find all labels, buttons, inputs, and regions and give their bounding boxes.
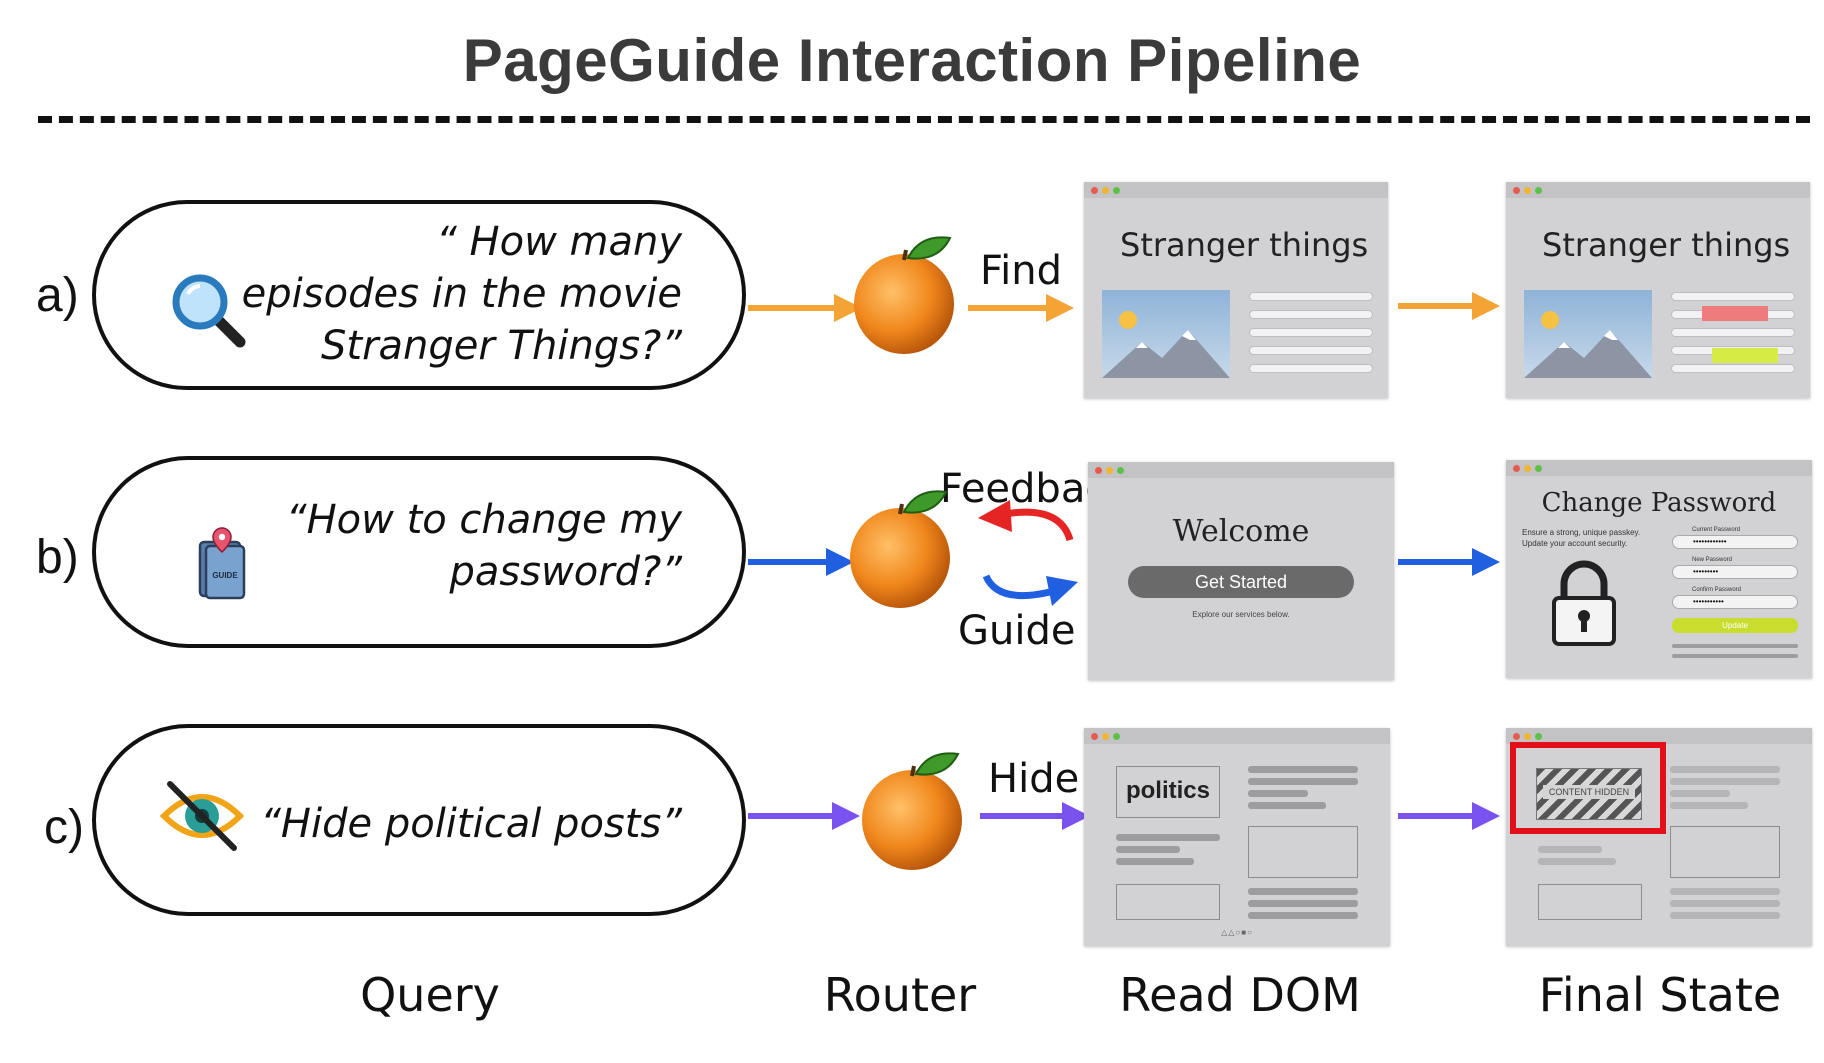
orange-icon: [854, 236, 954, 354]
action-label-hide: Hide: [988, 756, 1080, 802]
field-label-current: Current Password: [1692, 527, 1741, 533]
row-label-c: c): [44, 801, 84, 854]
column-label-query: Query: [360, 968, 500, 1022]
svg-text:GUIDE: GUIDE: [212, 571, 238, 580]
query-pill-a: “ How many episodes in the movie Strange…: [92, 200, 746, 390]
landscape-image: [1102, 290, 1230, 378]
arrow-router-to-dom-a: [968, 294, 1074, 322]
column-label-final-state: Final State: [1538, 968, 1782, 1022]
query-line: episodes in the movie: [241, 271, 682, 317]
welcome-title: Welcome: [1172, 514, 1310, 549]
mockup-title: Stranger things: [1542, 226, 1791, 264]
query-line: “How to change my: [285, 497, 682, 543]
landscape-image: [1524, 290, 1652, 378]
politics-tag: politics: [1116, 766, 1220, 818]
hidden-content-block: CONTENT HIDDEN: [1536, 768, 1642, 820]
mockup-read-dom-a: Stranger things: [1084, 182, 1388, 398]
arrow-query-to-router-a: [748, 294, 862, 322]
arrow-guide: [982, 574, 1078, 606]
orange-icon: [862, 752, 962, 870]
mockup-read-dom-b: Welcome Get Started Explore our services…: [1088, 462, 1394, 680]
column-label-router: Router: [823, 968, 977, 1022]
confirm-password-field[interactable]: •••••••••••: [1672, 595, 1798, 609]
caption-text: Explore our services below.: [1192, 610, 1290, 619]
magnifier-icon: [172, 274, 246, 348]
highlight-red-frame: [1510, 742, 1666, 834]
row-label-a: a): [36, 269, 79, 322]
query-line: Stranger Things?”: [321, 323, 682, 369]
query-pill-b: GUIDE “How to change my password?”: [92, 456, 746, 648]
footer-icons: △△○■○: [1221, 928, 1253, 937]
guidebook-icon: GUIDE: [198, 527, 246, 600]
mockup-read-dom-c: politics △△○■○: [1084, 728, 1390, 946]
arrow-dom-to-final-c: [1398, 802, 1500, 830]
mockup-final-b: Change Password Ensure a strong, unique …: [1506, 460, 1812, 678]
action-label-find: Find: [980, 248, 1062, 294]
mockup-final-c: CONTENT HIDDEN: [1506, 728, 1812, 946]
mockup-final-a: Stranger things: [1506, 182, 1810, 398]
get-started-button[interactable]: Get Started: [1128, 566, 1354, 598]
query-line: “ How many: [436, 219, 682, 265]
query-text-a: “ How many episodes in the movie Strange…: [202, 216, 682, 372]
query-pill-c: “Hide political posts”: [92, 724, 746, 916]
mockup-title: Stranger things: [1120, 226, 1369, 264]
padlock-icon: [1552, 560, 1616, 646]
update-button[interactable]: Update: [1672, 618, 1798, 633]
content-hidden-label: CONTENT HIDDEN: [1543, 785, 1635, 799]
query-line: password?”: [449, 549, 682, 595]
new-password-field[interactable]: •••••••••: [1672, 565, 1798, 579]
orange-icon: [850, 490, 950, 608]
query-line: “Hide political posts”: [260, 801, 682, 847]
dashed-divider: [38, 116, 1810, 123]
change-password-title: Change Password: [1541, 488, 1777, 518]
field-label-confirm: Confirm Password: [1692, 587, 1742, 593]
field-label-new: New Password: [1692, 557, 1733, 563]
column-label-read-dom: Read DOM: [1119, 968, 1361, 1022]
row-label-b: b): [36, 531, 79, 584]
highlight-red: [1702, 306, 1768, 321]
highlight-green: [1712, 348, 1778, 363]
page-title: PageGuide Interaction Pipeline: [462, 27, 1362, 94]
desc-line-2: Update your account security.: [1522, 539, 1628, 548]
arrow-query-to-router-c: [748, 802, 860, 830]
desc-line-1: Ensure a strong, unique passkey.: [1522, 528, 1641, 537]
arrow-router-to-dom-c: [980, 802, 1090, 830]
arrow-query-to-router-b: [748, 548, 854, 576]
query-text-c: “Hide political posts”: [182, 798, 682, 850]
arrow-dom-to-final-a: [1398, 292, 1500, 320]
query-text-b: “How to change my password?”: [202, 494, 682, 598]
action-label-guide: Guide: [958, 608, 1076, 654]
arrow-feedback: [978, 500, 1074, 542]
current-password-field[interactable]: ••••••••••••: [1672, 535, 1798, 549]
arrow-dom-to-final-b: [1398, 548, 1500, 576]
crossed-eye-icon: [160, 781, 244, 851]
